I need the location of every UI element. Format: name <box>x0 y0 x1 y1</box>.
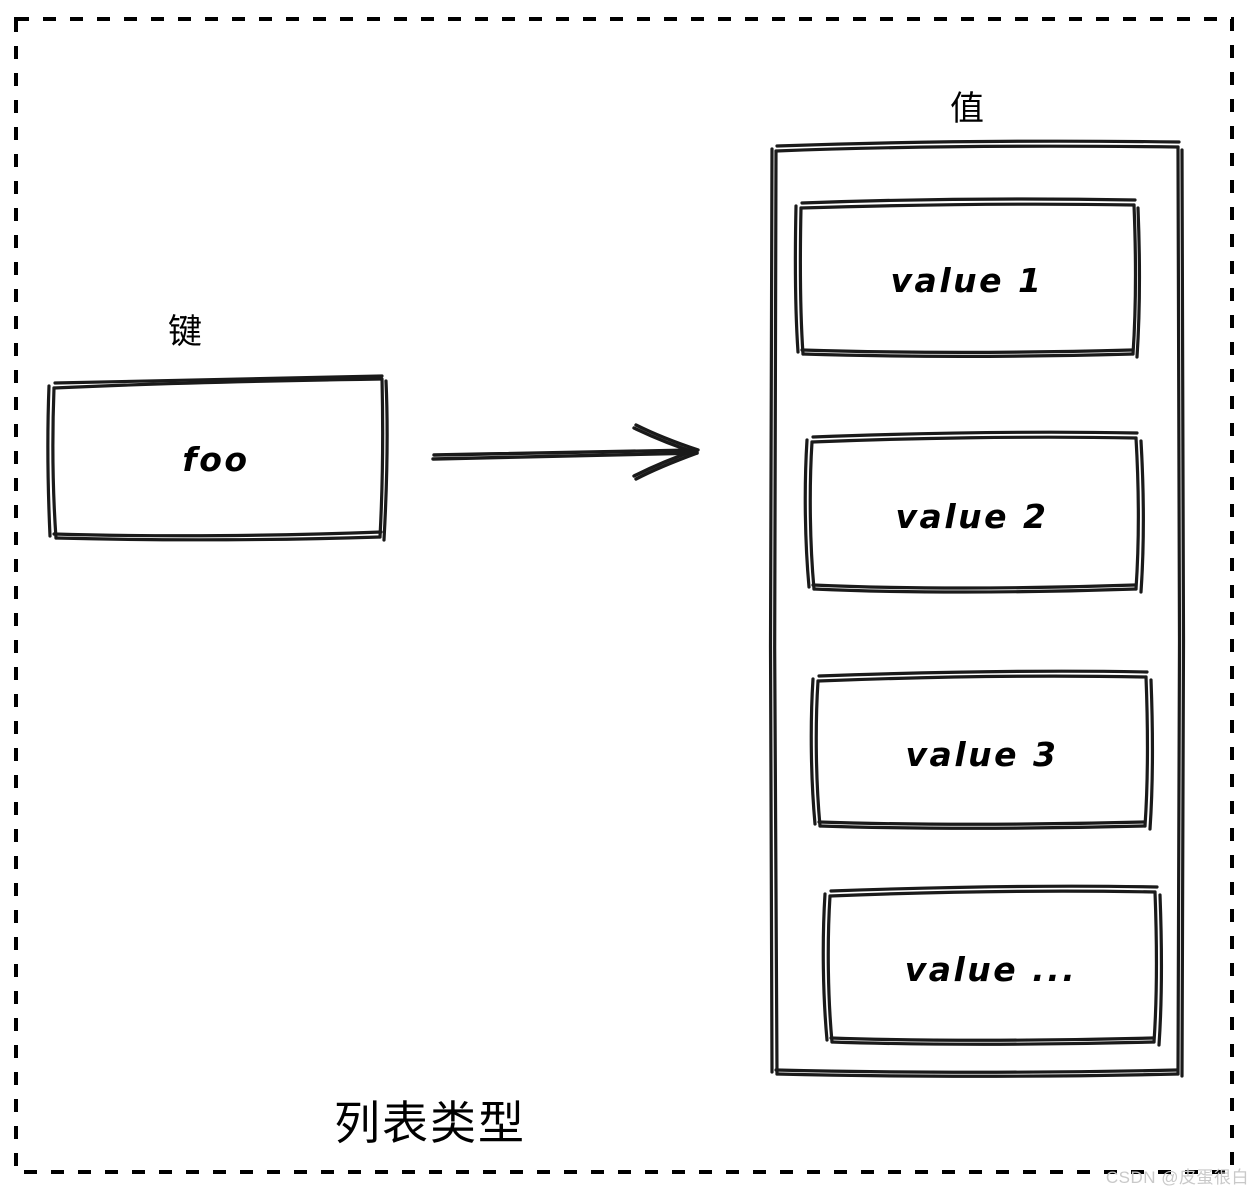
value-container-outline <box>768 139 1186 1078</box>
key-label: 键 <box>168 313 202 351</box>
maps-to-arrow <box>431 423 700 481</box>
key-box-outline <box>46 374 389 542</box>
value-item-4-text: value ... <box>904 950 1078 989</box>
value-box-2-outline <box>803 430 1145 594</box>
value-box-3-outline <box>809 669 1154 831</box>
value-item-2-text: value 2 <box>895 497 1049 536</box>
key-box-text: foo <box>182 440 250 479</box>
value-label: 值 <box>950 90 984 128</box>
value-box-1-outline <box>793 197 1141 359</box>
diagram-caption: 列表类型 <box>334 1097 526 1149</box>
outer-dashed-frame <box>14 17 1234 1174</box>
value-box-4-outline <box>821 884 1163 1047</box>
csdn-watermark: CSDN @皮蛋很白 <box>1105 1168 1249 1187</box>
value-item-3-text: value 3 <box>905 735 1059 774</box>
value-item-1-text: value 1 <box>890 261 1044 300</box>
